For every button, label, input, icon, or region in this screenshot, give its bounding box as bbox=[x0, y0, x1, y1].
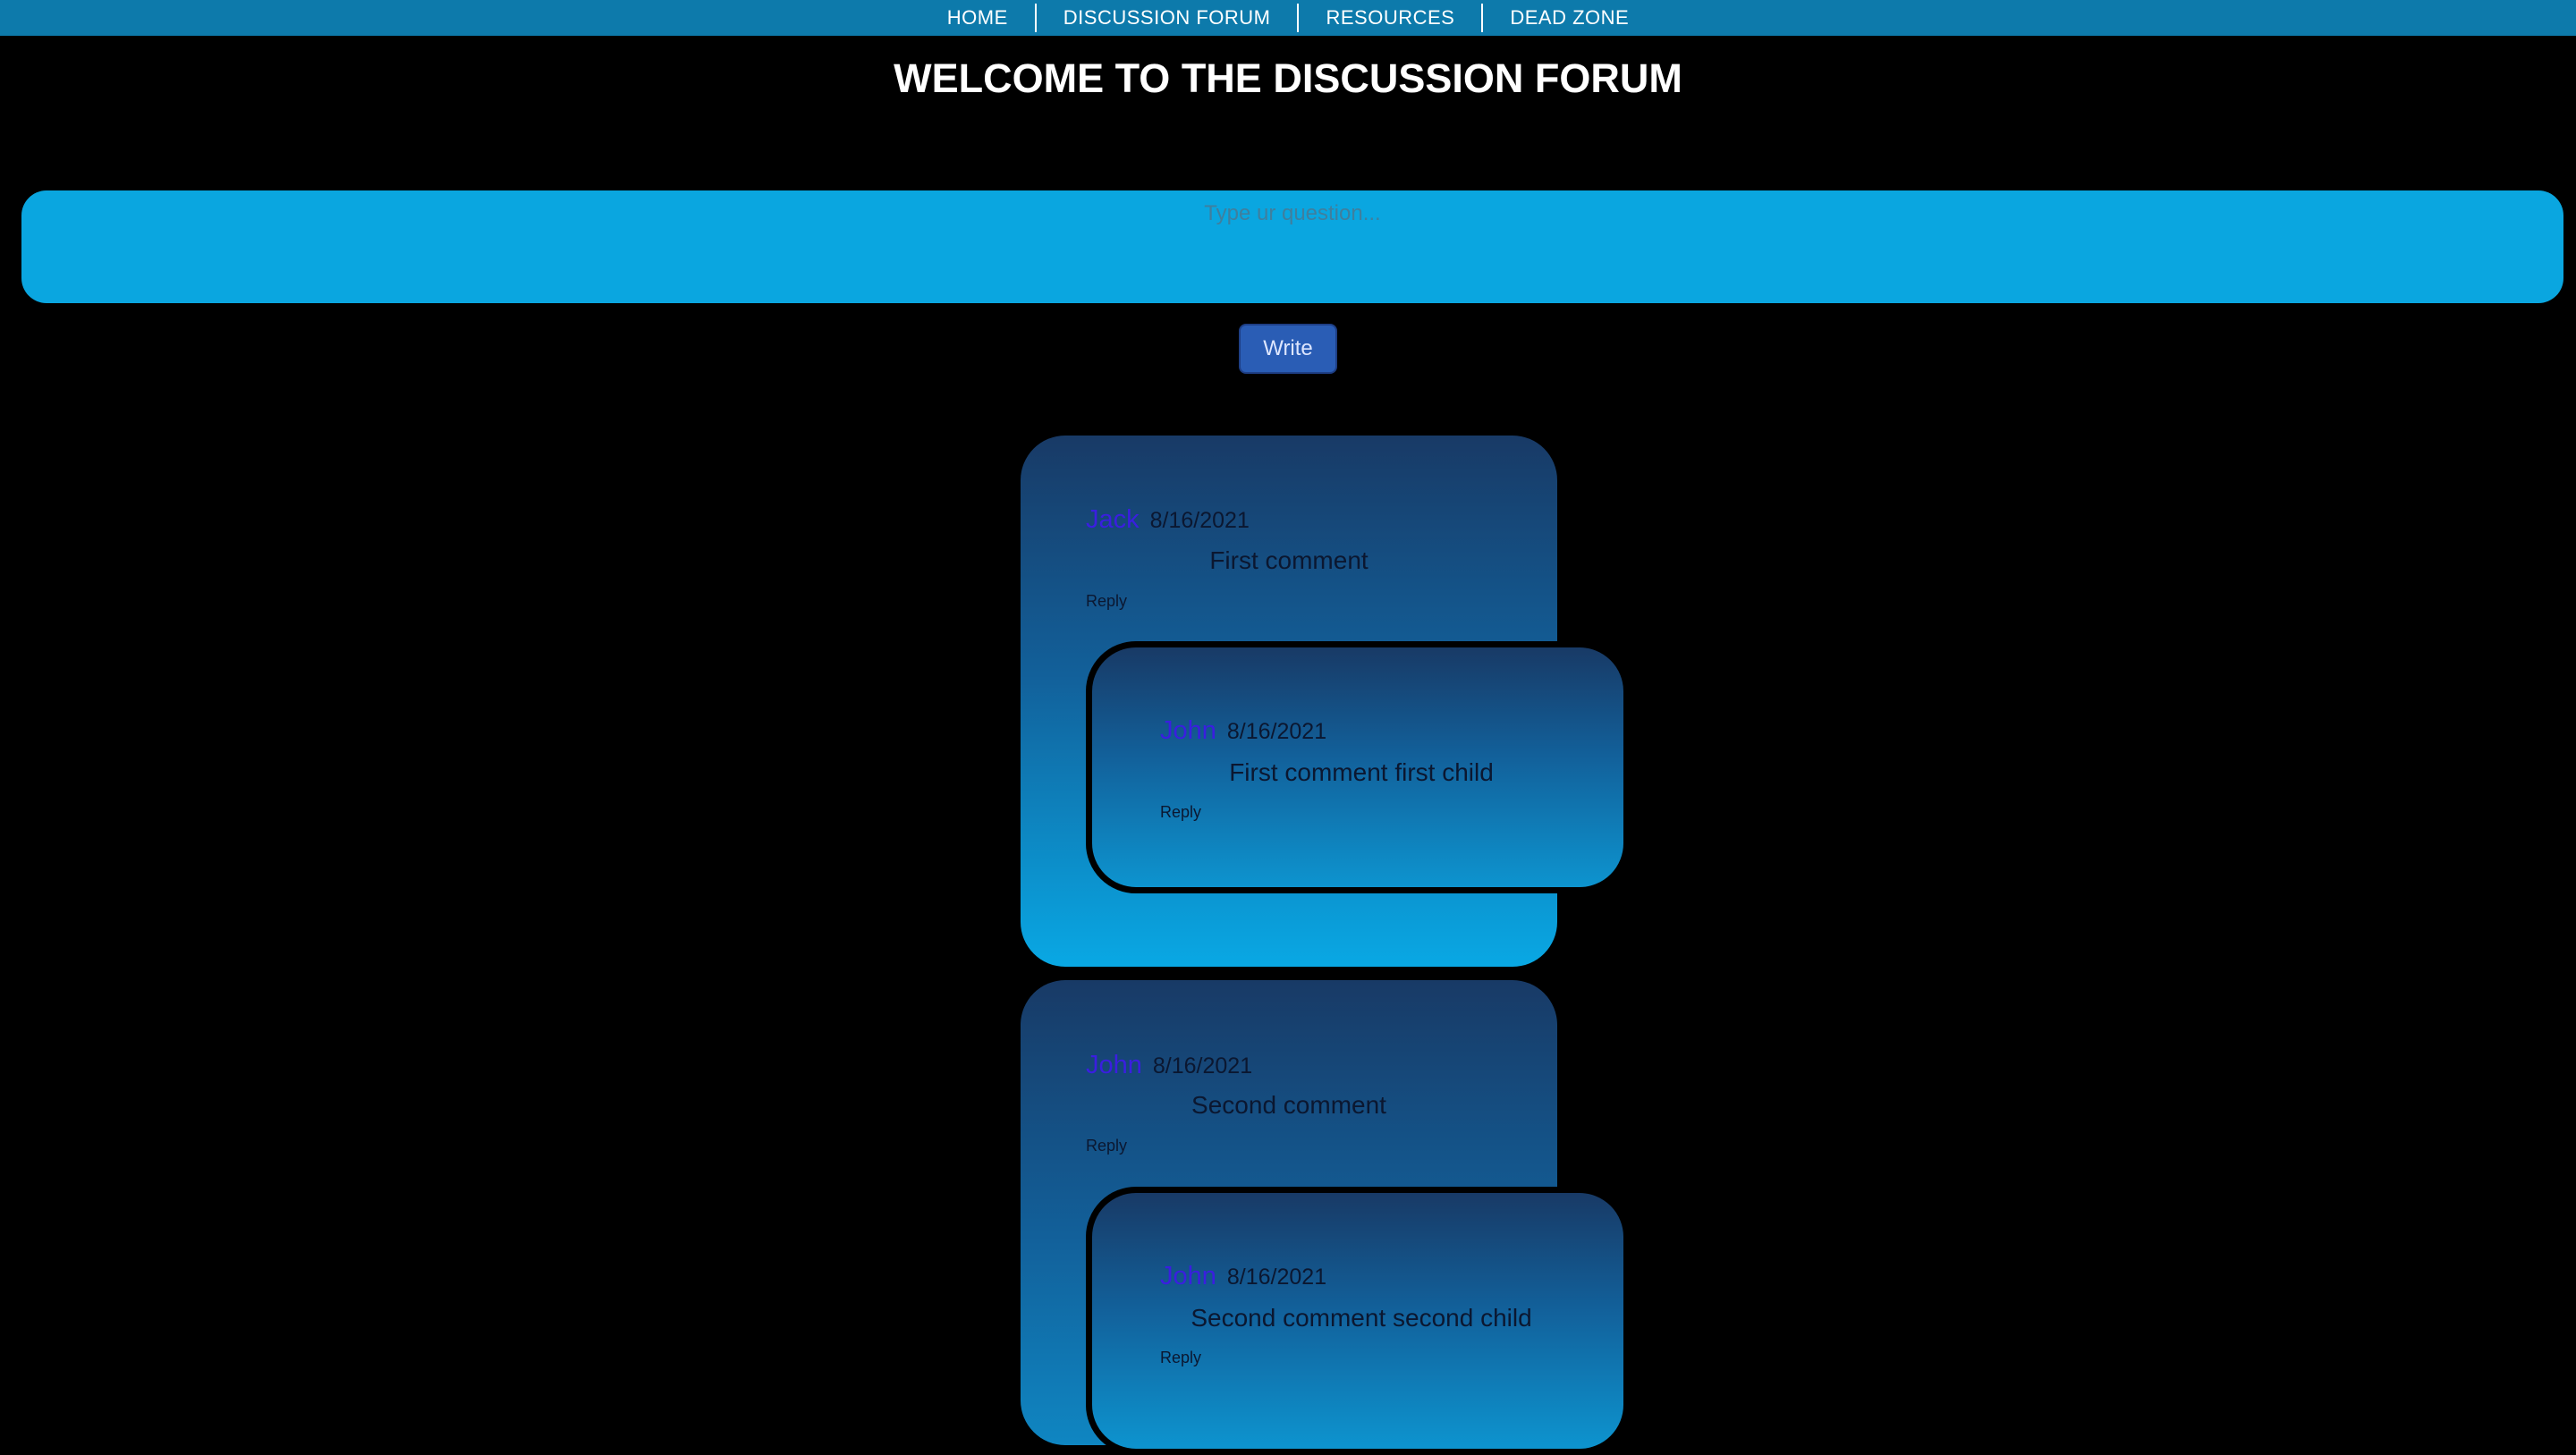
child-comment-date: 8/16/2021 bbox=[1226, 1265, 1327, 1290]
reply-link[interactable]: Reply bbox=[1086, 592, 1128, 610]
nav-resources[interactable]: RESOURCES bbox=[1299, 4, 1484, 32]
nav-home[interactable]: HOME bbox=[920, 4, 1037, 32]
nav-discussion-forum[interactable]: DISCUSSION FORUM bbox=[1037, 4, 1300, 32]
comment-author-link[interactable]: John bbox=[1086, 1051, 1142, 1079]
comment-date: 8/16/2021 bbox=[1149, 508, 1250, 533]
child-comment-meta: John 8/16/2021 bbox=[1160, 716, 1326, 746]
child-comment-meta: John 8/16/2021 bbox=[1160, 1262, 1326, 1291]
child-comment-author-link[interactable]: John bbox=[1160, 716, 1216, 745]
child-comment-date: 8/16/2021 bbox=[1226, 719, 1327, 744]
comment-text: Second comment bbox=[1191, 1091, 1386, 1119]
child-reply-link[interactable]: Reply bbox=[1160, 1349, 1202, 1366]
write-button[interactable]: Write bbox=[1239, 324, 1337, 374]
comment-meta: Jack 8/16/2021 bbox=[1086, 505, 1250, 535]
question-input[interactable] bbox=[21, 190, 2563, 303]
reply-link[interactable]: Reply bbox=[1086, 1137, 1128, 1155]
child-reply-link[interactable]: Reply bbox=[1160, 803, 1202, 821]
comment-date: 8/16/2021 bbox=[1152, 1053, 1253, 1079]
child-comment-text: First comment first child bbox=[1229, 758, 1494, 786]
nav-dead-zone[interactable]: DEAD ZONE bbox=[1510, 6, 1630, 29]
comment-meta: John 8/16/2021 bbox=[1086, 1051, 1252, 1080]
page-title: WELCOME TO THE DISCUSSION FORUM bbox=[894, 55, 1682, 101]
comment-text: First comment bbox=[1209, 546, 1368, 574]
child-comment-text: Second comment second child bbox=[1191, 1304, 1532, 1332]
comment-author-link[interactable]: Jack bbox=[1086, 505, 1140, 534]
top-navbar: HOME DISCUSSION FORUM RESOURCES DEAD ZON… bbox=[0, 0, 2576, 36]
child-comment-card bbox=[1086, 641, 1630, 893]
child-comment-author-link[interactable]: John bbox=[1160, 1262, 1216, 1290]
